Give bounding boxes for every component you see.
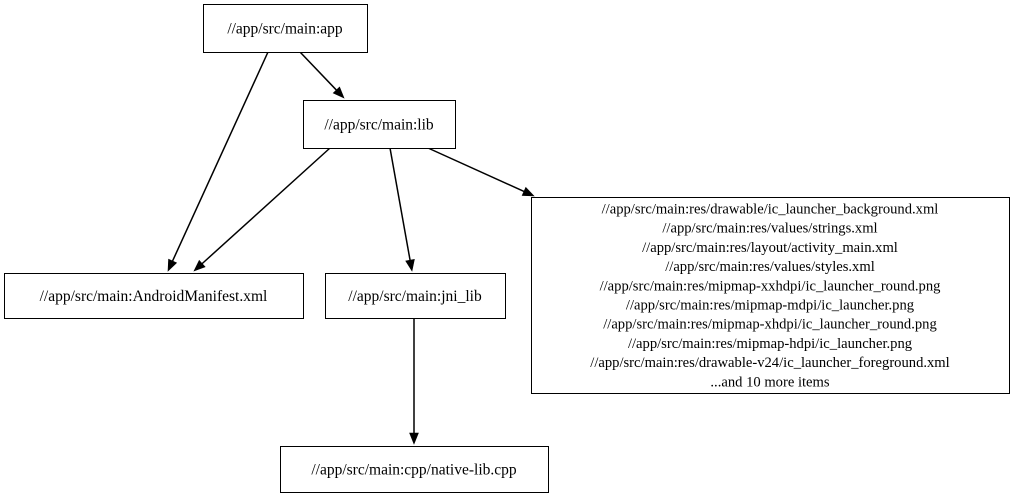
node-label-line: //app/src/main:res/drawable-v24/ic_launc… (590, 355, 949, 371)
node-label-line: //app/src/main:res/layout/activity_main.… (642, 240, 898, 256)
node-label: //app/src/main:AndroidManifest.xml (40, 288, 268, 305)
node-label-line: //app/src/main:res/mipmap-mdpi/ic_launch… (626, 298, 915, 314)
edge-shaft (299, 51, 337, 91)
graph-edge-lib-to-manifest (193, 147, 331, 272)
edge-shaft (427, 147, 525, 193)
node-label-line: //app/src/main:res/mipmap-xhdpi/ic_launc… (603, 317, 937, 333)
graph-edge-lib-to-jni-lib (389, 147, 415, 272)
node-border (302, 99, 457, 150)
node-border (324, 272, 507, 320)
arrowhead-icon (405, 259, 415, 272)
node-label-line: //app/src/main:res/values/styles.xml (665, 259, 875, 275)
node-label-line: //app/src/main:res/mipmap-hdpi/ic_launch… (628, 336, 913, 352)
node-label-line: //app/src/main:res/drawable/ic_launcher_… (602, 202, 939, 218)
node-label-line: //app/src/main:res/values/strings.xml (662, 221, 877, 237)
graph-node-jni_lib[interactable]: //app/src/main:jni_lib (324, 272, 507, 320)
graph-edge-lib-to-res-bundle (427, 147, 535, 197)
node-label: //app/src/main:lib (324, 117, 434, 134)
arrowhead-icon (193, 259, 206, 272)
graph-node-native_lib[interactable]: //app/src/main:cpp/native-lib.cpp (279, 445, 550, 494)
edges-layer (167, 51, 535, 445)
graph-edge-app-to-lib (299, 51, 345, 99)
graph-node-lib[interactable]: //app/src/main:lib (302, 99, 457, 150)
arrowhead-icon (167, 258, 178, 272)
node-border (202, 3, 369, 54)
node-border (530, 196, 1011, 395)
node-label: //app/src/main:app (227, 21, 343, 38)
graph-edge-app-to-manifest (167, 51, 269, 272)
graph-node-res_bundle[interactable]: //app/src/main:res/drawable/ic_launcher_… (530, 196, 1011, 395)
node-label: //app/src/main:jni_lib (348, 288, 482, 305)
edge-shaft (171, 51, 269, 262)
graph-edge-jni-lib-to-native-lib (409, 318, 419, 445)
edge-shaft (389, 147, 411, 261)
graph-node-manifest[interactable]: //app/src/main:AndroidManifest.xml (3, 272, 305, 320)
node-border (3, 272, 305, 320)
node-label: //app/src/main:cpp/native-lib.cpp (311, 462, 517, 479)
node-label-line: ...and 10 more items (710, 374, 829, 390)
nodes-layer: //app/src/main:app //app/src/main:lib //ap… (3, 3, 1011, 494)
node-border (279, 445, 550, 494)
node-label-line: //app/src/main:res/mipmap-xxhdpi/ic_laun… (600, 278, 942, 294)
arrowhead-icon (409, 432, 419, 445)
arrowhead-icon (332, 86, 345, 99)
arrowhead-icon (521, 186, 535, 197)
graph-node-app[interactable]: //app/src/main:app (202, 3, 369, 54)
edge-shaft (201, 147, 331, 265)
